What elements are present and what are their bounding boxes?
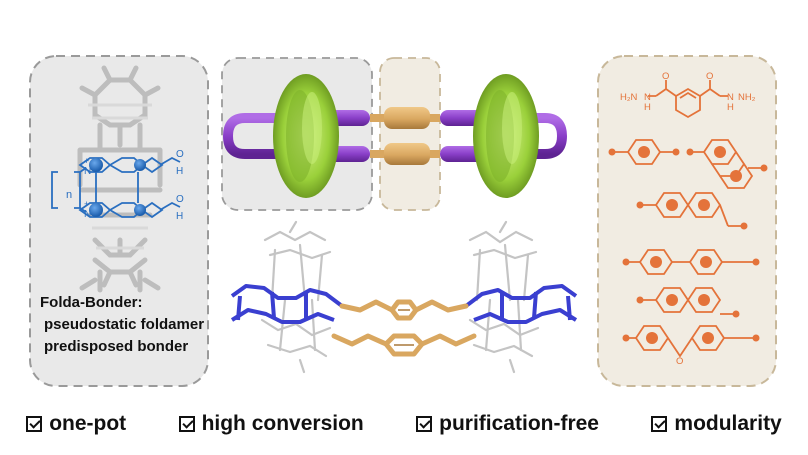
- subscript-n: n: [66, 189, 72, 201]
- purple-loop-right: [495, 113, 568, 159]
- checkbox-icon: [651, 416, 668, 432]
- feature-modularity: modularity: [651, 412, 782, 436]
- aldehyde-o-bottom: O: [176, 194, 184, 205]
- linker-dots: [608, 146, 768, 344]
- folda-bonder-panel: + N + N n O H O H: [29, 55, 209, 387]
- isophthalic-dihydrazide: [648, 80, 728, 119]
- feature-one-pot: one-pot: [26, 412, 126, 436]
- folda-bonder-line1: pseudostatic foldamer: [44, 316, 205, 333]
- middle-tan-frame: [379, 57, 441, 211]
- green-ring-right: [473, 74, 539, 198]
- folda-bonder-line2: predisposed bonder: [44, 338, 189, 355]
- right-panel-frame: [597, 55, 777, 387]
- checkbox-icon: [416, 416, 433, 432]
- green-ring-left: [273, 74, 339, 198]
- hydrazide-left-n: N: [644, 92, 651, 103]
- foldamer-blue-spheres: [89, 158, 146, 217]
- feature-label: purification-free: [439, 412, 599, 435]
- feature-label: modularity: [674, 412, 782, 435]
- hydrazide-left-o: O: [662, 71, 669, 82]
- aldehyde-o-top: O: [176, 149, 184, 160]
- folda-bonder-title: Folda-Bonder:: [40, 294, 143, 311]
- ether-o: O: [676, 356, 683, 367]
- crystal-structure: [230, 220, 578, 374]
- hydrazide-right-n: N: [727, 92, 734, 103]
- crystal-gray-sticks: [260, 220, 540, 374]
- crystal-blue-units: [230, 284, 578, 324]
- purple-loop-left: [222, 113, 295, 159]
- charge-plus-bottom: +: [84, 199, 89, 209]
- hydrazide-right-nh2: NH₂: [738, 92, 756, 103]
- hydrazide-right-h: H: [727, 102, 734, 113]
- tan-capsule-bottom: [384, 143, 430, 165]
- hydrazide-left-nh2: H₂N: [620, 92, 638, 103]
- crystal-tan-linker: [331, 299, 477, 357]
- left-panel-frame: [29, 55, 209, 387]
- cartoon-assembly: [221, 57, 568, 211]
- charge-plus-top: +: [84, 156, 89, 166]
- checkbox-icon: [26, 416, 43, 432]
- feature-purification-free: purification-free: [416, 412, 599, 436]
- aldehyde-h-bottom: H: [176, 211, 183, 222]
- feature-label: high conversion: [201, 412, 364, 435]
- tan-capsule-top: [384, 107, 430, 129]
- checkbox-icon: [178, 416, 195, 432]
- feature-high-conversion: high conversion: [178, 412, 364, 436]
- feature-label: one-pot: [49, 412, 127, 435]
- feature-checklist: one-pot high conversion purification-fre…: [0, 404, 808, 444]
- atom-n-bottom: N: [84, 209, 91, 220]
- hydrazide-left-h: H: [644, 102, 651, 113]
- aldehyde-h-top: H: [176, 166, 183, 177]
- atom-n-top: N: [84, 166, 91, 177]
- hydrazide-right-o: O: [706, 71, 713, 82]
- linker-library-panel: H₂N N H O O N H NH₂: [597, 55, 777, 387]
